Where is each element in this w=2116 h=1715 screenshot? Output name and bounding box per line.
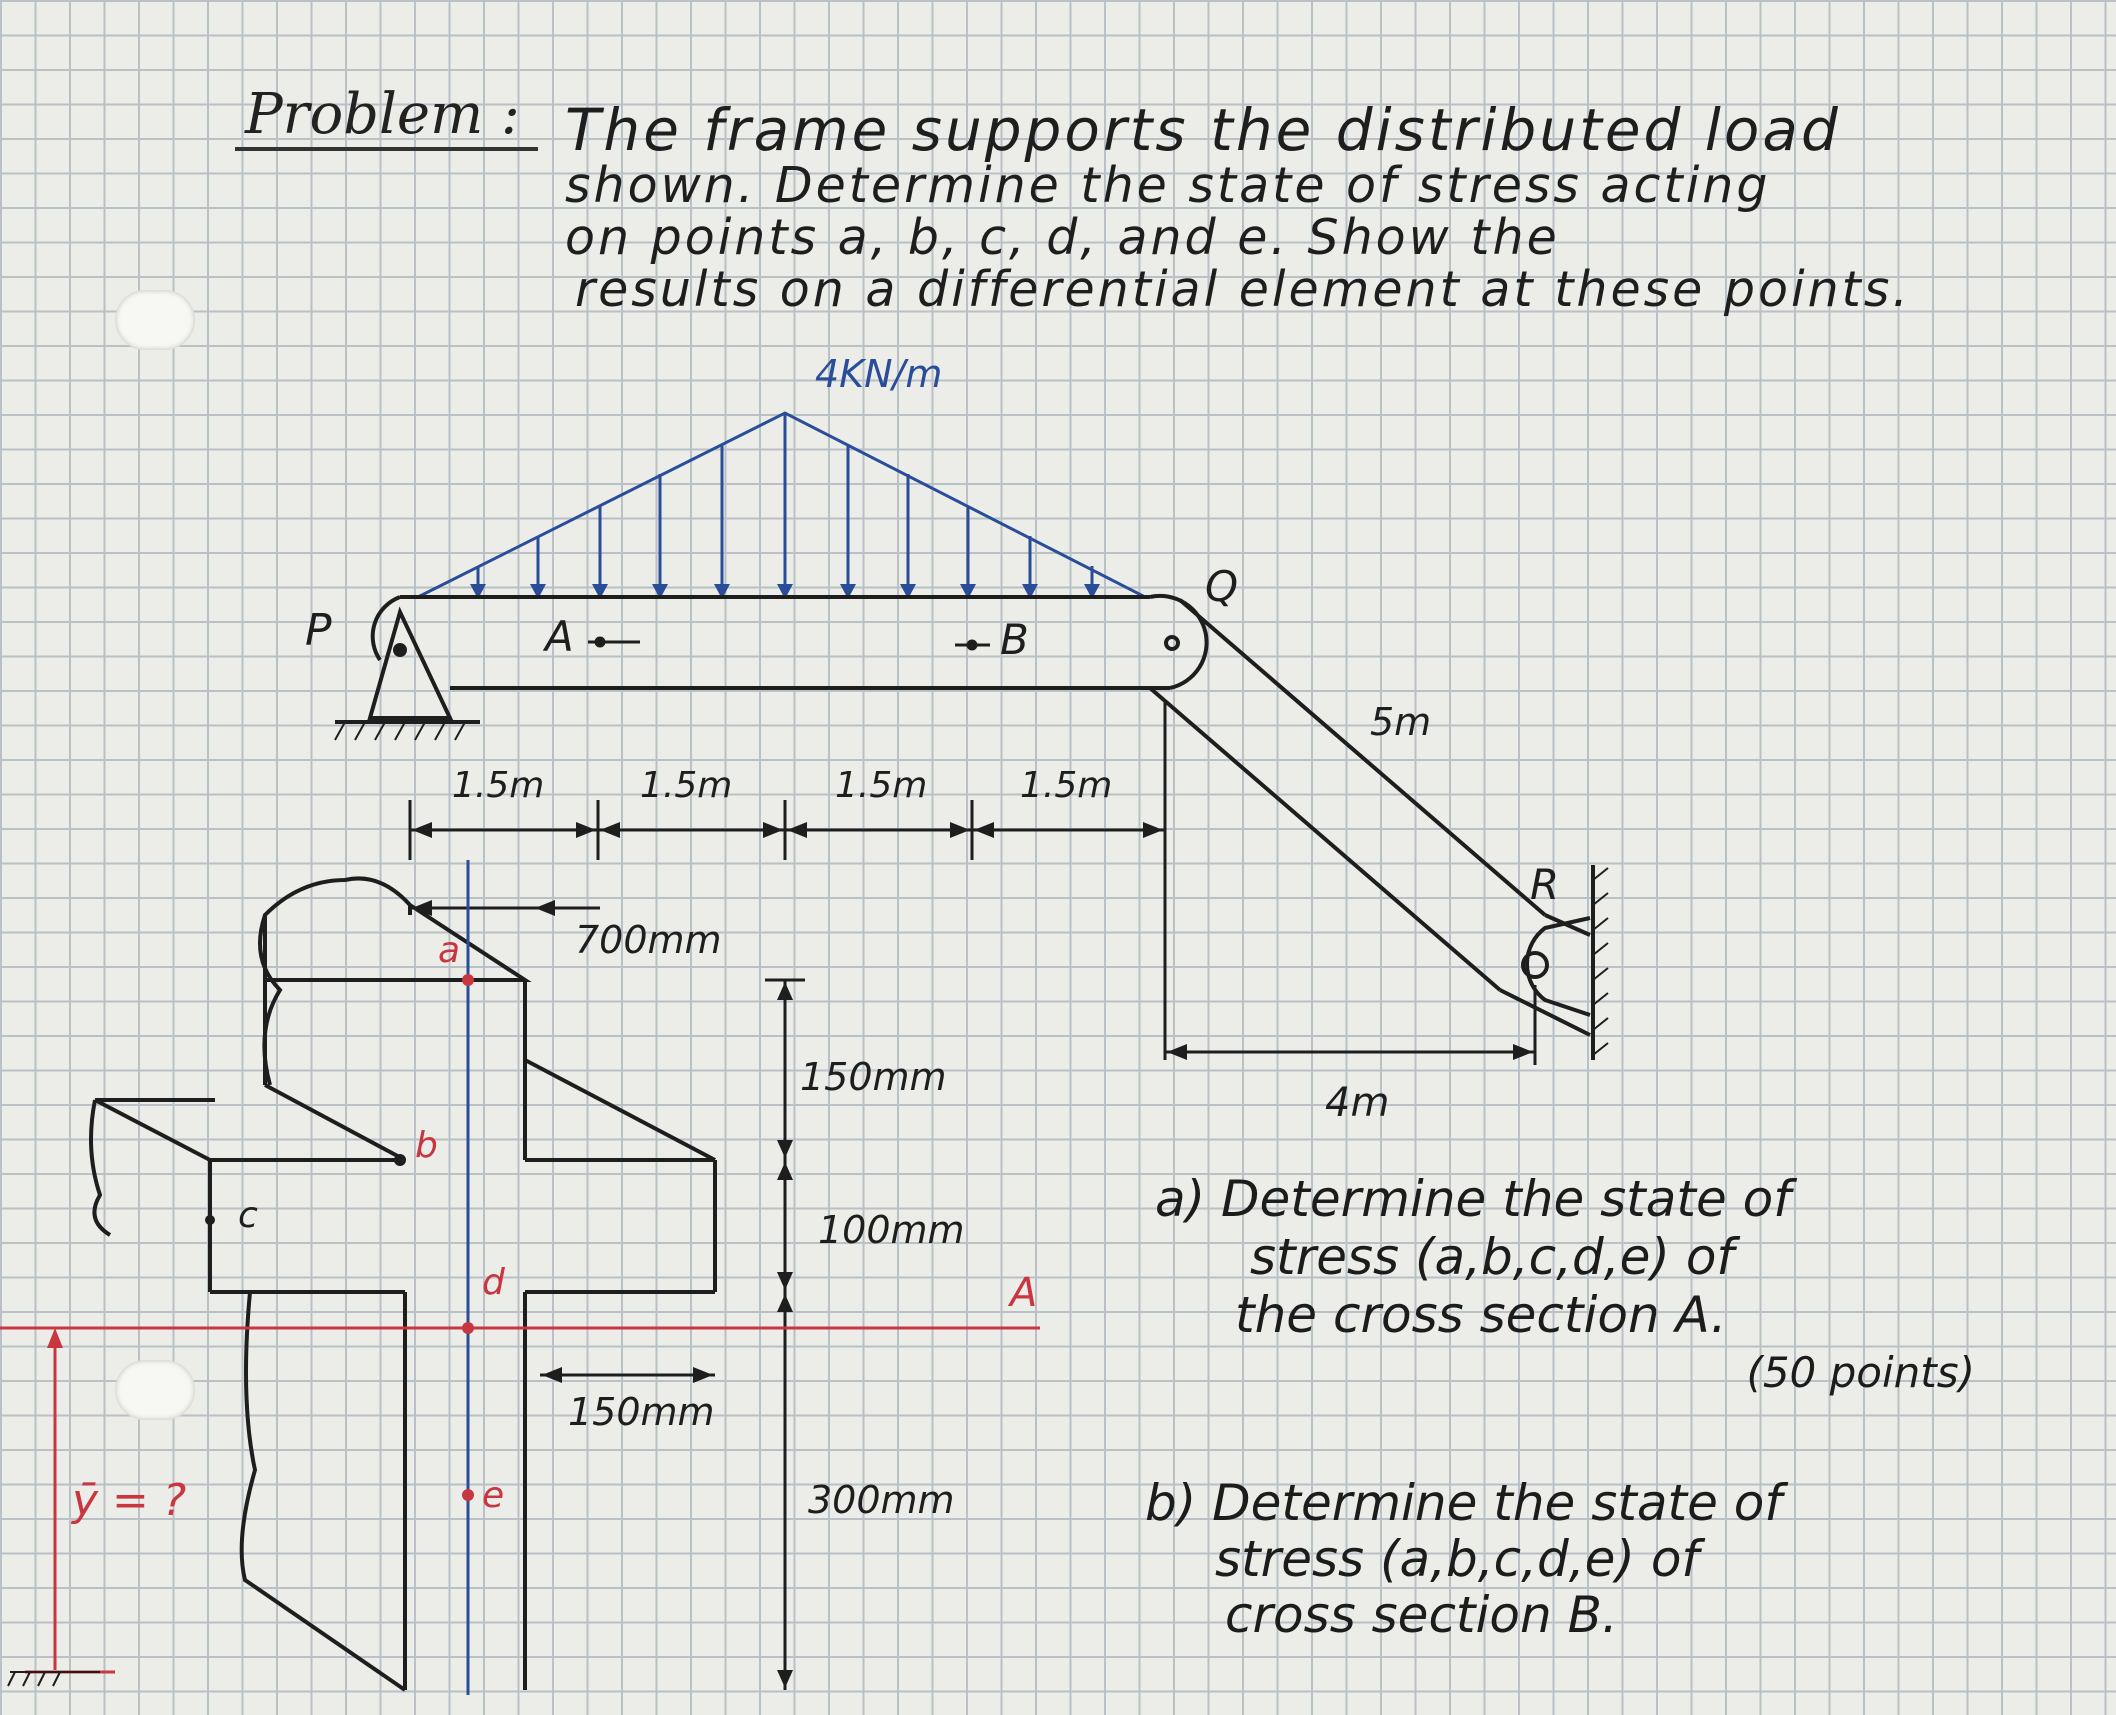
binder-hole-bottom	[115, 1360, 195, 1420]
label-P: P	[305, 605, 332, 656]
horizontal-4m-dimension	[1165, 985, 1537, 1065]
span-label-4: 1.5m	[1020, 765, 1113, 806]
question-a-points: (50 points)	[1746, 1348, 1975, 1397]
pin-support-R	[1521, 865, 1609, 1060]
cross-section-sketch	[89, 876, 717, 1692]
horizontal-beam	[370, 593, 1209, 690]
point-d-label: d	[482, 1262, 505, 1303]
dim-150mm-top: 150mm	[800, 1055, 947, 1099]
statement-line-1: The frame supports the distributed load	[565, 96, 1841, 164]
binder-hole-top	[115, 290, 195, 350]
point-c-label: c	[238, 1195, 258, 1236]
question-a: a) Determine the state of stress (a,b,c,…	[1155, 1170, 2055, 1402]
span-label-2: 1.5m	[640, 765, 733, 806]
label-R: R	[1530, 860, 1560, 909]
span-label-3: 1.5m	[835, 765, 928, 806]
pin-support-P	[334, 606, 480, 741]
section-dimensions	[410, 900, 805, 1690]
problem-heading: Problem :	[235, 82, 538, 151]
load-arrows	[476, 413, 1094, 597]
inclined-member	[1148, 598, 1591, 1037]
load-intensity-label: 4KN/m	[815, 352, 943, 396]
point-e-label: e	[482, 1475, 505, 1516]
dim-700mm: 700mm	[575, 918, 722, 962]
stress-points	[205, 974, 474, 1501]
dim-150mm-bottom: 150mm	[568, 1390, 715, 1434]
section-tag-A: A	[1010, 1270, 1038, 1316]
point-b-label: b	[415, 1125, 438, 1166]
question-b-line-2: stress (a,b,c,d,e) of	[1215, 1530, 1700, 1588]
point-a-label: a	[438, 930, 461, 971]
question-b: b) Determine the state of stress (a,b,c,…	[1145, 1475, 1945, 1643]
question-b-line-1: b) Determine the state of	[1145, 1474, 1782, 1532]
dim-100mm: 100mm	[818, 1208, 965, 1252]
label-section-A: A	[545, 612, 574, 661]
horizontal-length-4m: 4m	[1325, 1080, 1390, 1126]
span-label-1: 1.5m	[452, 765, 545, 806]
ground-hatch	[7, 1671, 100, 1687]
problem-underline	[235, 147, 538, 151]
distributed-load	[417, 411, 1146, 599]
question-a-line-3: the cross section A.	[1235, 1286, 1727, 1344]
label-section-B: B	[1000, 615, 1029, 664]
span-dimension	[408, 700, 1167, 1060]
ybar-label: ȳ = ?	[72, 1475, 187, 1526]
question-a-line-2: stress (a,b,c,d,e) of	[1250, 1228, 1735, 1286]
dim-300mm: 300mm	[808, 1478, 955, 1522]
load-envelope	[417, 411, 1146, 599]
question-b-line-3: cross section B.	[1225, 1586, 1618, 1644]
problem-label: Problem :	[245, 82, 520, 147]
statement-line-2: shown. Determine the state of stress act…	[565, 157, 1771, 214]
member-length-5m: 5m	[1370, 700, 1432, 744]
label-Q: Q	[1205, 562, 1239, 611]
question-a-line-1: a) Determine the state of	[1155, 1170, 1791, 1228]
statement-line-4: results on a differential element at the…	[575, 261, 1911, 318]
problem-statement: The frame supports the distributed load …	[565, 100, 2085, 316]
section-markers	[588, 636, 990, 651]
statement-line-3: on points a, b, c, d, and e. Show the	[565, 209, 1560, 266]
pin-joint-Q	[1164, 635, 1180, 651]
load-arrowheads	[470, 584, 1100, 599]
